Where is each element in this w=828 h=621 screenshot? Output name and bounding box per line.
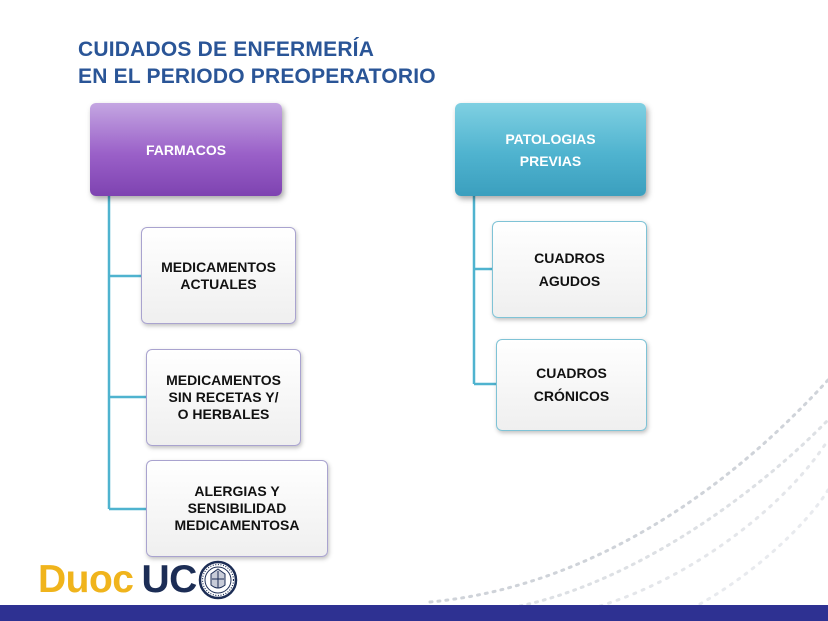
logo-duoc-text: Duoc <box>38 558 134 601</box>
node-label-line: ACTUALES <box>180 275 257 292</box>
node-farmacos-label: FARMACOS <box>145 141 227 158</box>
title-line-2: EN EL PERIODO PREOPERATORIO <box>78 65 436 88</box>
node-patologias-previas: PATOLOGIAS PREVIAS <box>455 103 646 196</box>
node-medicamentos-sin-recetas: MEDICAMENTOS SIN RECETAS Y/ O HERBALES <box>146 349 301 446</box>
node-alergias: ALERGIAS Y SENSIBILIDAD MEDICAMENTOSA <box>146 460 328 557</box>
node-label-line: CUADROS <box>536 365 607 381</box>
university-seal-icon <box>198 560 238 600</box>
node-label-line: CRÓNICOS <box>533 388 610 404</box>
logo-uc-text: UC <box>141 558 198 601</box>
title-line-1: CUIDADOS DE ENFERMERÍA <box>78 38 375 61</box>
node-cuadros-cronicos: CUADROS CRÓNICOS <box>496 339 647 431</box>
footer-bar <box>0 605 828 621</box>
node-cuadros-agudos: CUADROS AGUDOS <box>492 221 647 318</box>
node-medicamentos-actuales: MEDICAMENTOS ACTUALES <box>141 227 296 324</box>
node-label-line: SIN RECETAS Y/ <box>168 389 279 405</box>
node-label-line: MEDICAMENTOS <box>161 258 276 275</box>
node-label-line: ALERGIAS Y <box>194 483 280 499</box>
node-farmacos: FARMACOS <box>90 103 282 196</box>
node-label-line: CUADROS <box>534 249 605 266</box>
node-label-line: AGUDOS <box>538 272 601 289</box>
node-label-line: PREVIAS <box>519 152 582 169</box>
slide-title: CUIDADOS DE ENFERMERÍA EN EL PERIODO PRE… <box>78 36 436 90</box>
node-label-line: MEDICAMENTOSA <box>174 517 300 533</box>
duoc-uc-logo: Duoc UC <box>38 558 238 602</box>
node-label-line: PATOLOGIAS <box>505 130 596 147</box>
node-label-line: SENSIBILIDAD <box>187 500 287 516</box>
node-label-line: O HERBALES <box>177 406 270 422</box>
node-label-line: MEDICAMENTOS <box>166 372 281 388</box>
